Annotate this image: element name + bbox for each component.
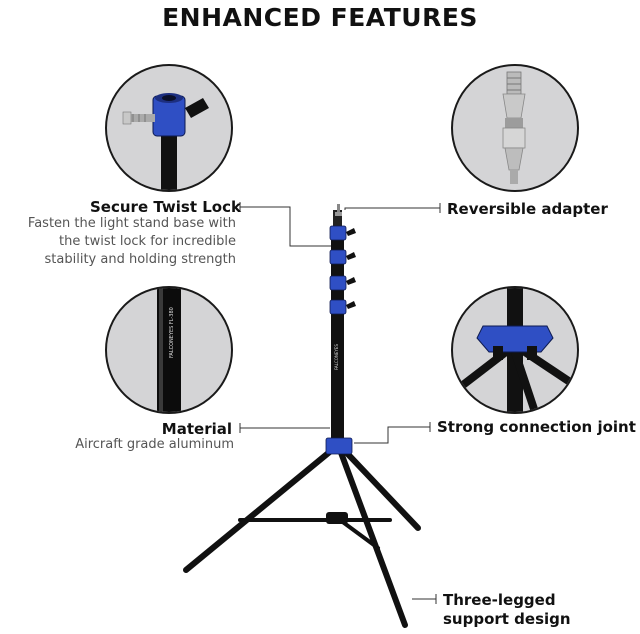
- tube-clamps: [325, 225, 353, 455]
- twist-lock-icon: [122, 93, 209, 190]
- stand-hub: [326, 512, 348, 524]
- joint-closeup: [451, 286, 579, 414]
- material-closeup: FALCONEYES FL-380: [105, 286, 233, 414]
- twist-lock-closeup: [105, 64, 233, 192]
- joint-bracket-icon: [456, 288, 576, 412]
- twist-lock-desc-line2: the twist lock for incredible: [59, 234, 236, 249]
- material-title: Material: [161, 420, 232, 438]
- joint-title: Strong connection joint: [437, 418, 636, 436]
- svg-text:FALCONEYES: FALCONEYES: [334, 344, 339, 370]
- spigot-adapter-icon: [502, 71, 526, 184]
- twist-lock-title: Secure Twist Lock: [90, 198, 241, 216]
- page-title: ENHANCED FEATURES: [162, 3, 478, 32]
- material-desc: Aircraft grade aluminum: [75, 437, 234, 452]
- stand-tube: FALCONEYES: [331, 204, 344, 450]
- connector-lines: [239, 202, 441, 604]
- adapter-title: Reversible adapter: [447, 200, 608, 218]
- twist-lock-desc-line1: Fasten the light stand base with: [27, 216, 236, 231]
- tube-material-icon: FALCONEYES FL-380: [157, 288, 181, 412]
- legs-title-line2: support design: [443, 610, 571, 628]
- legs-title-line1: Three-legged: [443, 591, 556, 609]
- svg-text:FALCONEYES FL-380: FALCONEYES FL-380: [169, 307, 175, 358]
- twist-lock-desc-line3: stability and holding strength: [44, 252, 236, 267]
- clamp-knobs: [346, 228, 356, 309]
- adapter-closeup: [451, 64, 579, 192]
- stand-legs: [183, 447, 421, 628]
